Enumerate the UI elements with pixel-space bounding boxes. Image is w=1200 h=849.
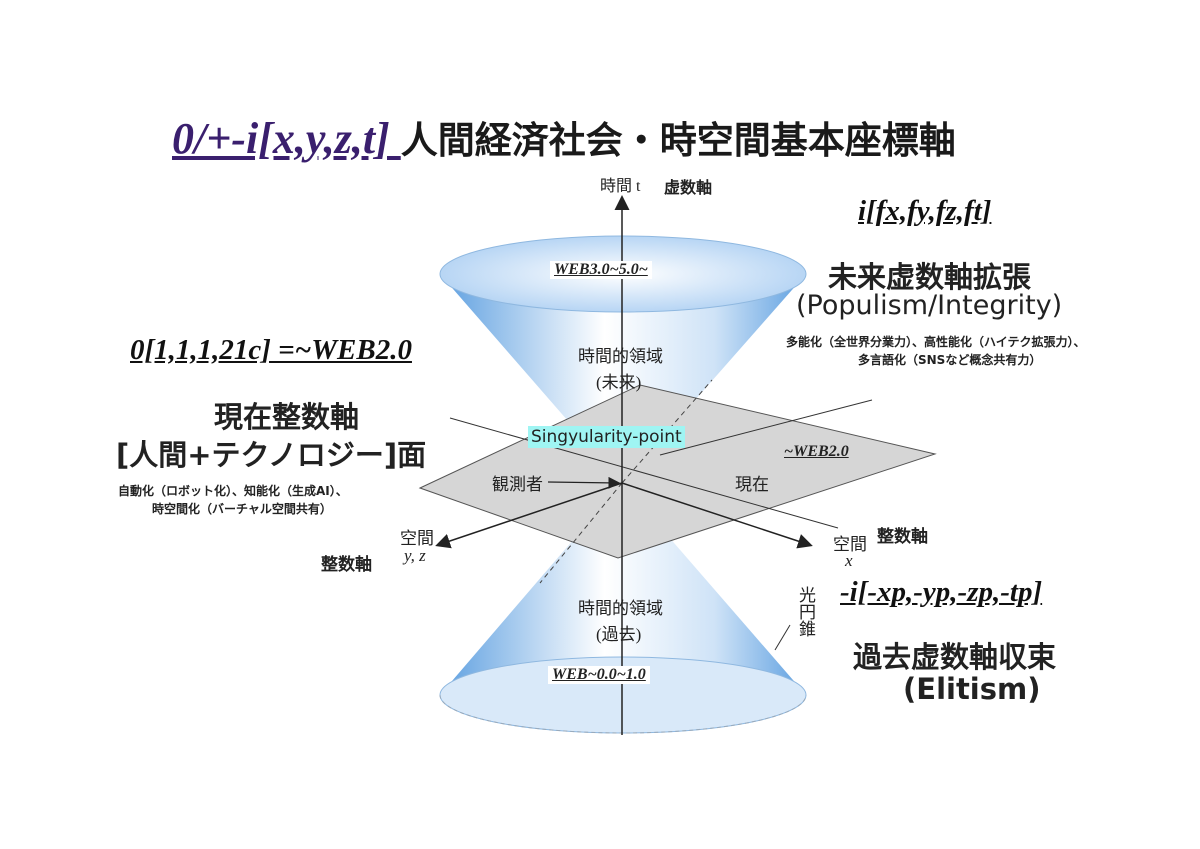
future-heading: 未来虚数軸拡張 (828, 260, 1032, 294)
light-cone-label: 光円錐 (796, 586, 815, 637)
past-region-sub: (過去) (596, 625, 642, 644)
page-title: 0/+-i[x,y,z,t] 人間経済社会・時空間基本座標軸 (172, 110, 956, 168)
future-region-label: 時間的領域 (578, 347, 663, 366)
present-heading-2: [人間+テクノロジー]面 (116, 438, 427, 472)
future-sub: (Populism/Integrity) (796, 290, 1063, 321)
yz-axis-label: 空間 (400, 529, 434, 548)
past-formula: -i[-xp,-yp,-zp,-tp] (840, 576, 1043, 608)
observer-label: 観測者 (492, 475, 543, 494)
present-label: 現在 (735, 475, 769, 494)
x-axis (621, 482, 813, 549)
yz-axis-var: y, z (404, 546, 426, 565)
x-axis-tag: 整数軸 (877, 527, 928, 547)
past-web-label: WEB~0.0~1.0 (548, 666, 650, 684)
title-formula: 0/+-i[x,y,z,t] (172, 114, 401, 163)
past-cone (439, 483, 807, 734)
observer-arrow (547, 476, 621, 489)
singularity-label: Singyularity-point (528, 426, 685, 448)
future-web-label: WEB3.0~5.0~ (550, 261, 652, 279)
future-formula: i[fx,fy,fz,ft] (858, 195, 992, 227)
present-formula: 0[1,1,1,21c] =~WEB2.0 (130, 334, 412, 366)
yz-axis (435, 482, 623, 549)
x-axis-label: 空間 (833, 535, 867, 554)
present-desc-2: 時空間化（バーチャル空間共有） (152, 502, 332, 516)
future-desc-1: 多能化（全世界分業力）、高性能化（ハイテク拡張力）、 (786, 335, 1086, 349)
future-desc-2: 多言語化（SNSなど概念共有力） (858, 353, 1042, 367)
time-axis-label: 時間 t (600, 178, 641, 195)
future-region-sub: (未来) (596, 373, 642, 392)
present-heading-1: 現在整数軸 (214, 400, 360, 434)
time-axis-tag: 虚数軸 (664, 178, 713, 197)
past-region-label: 時間的領域 (578, 599, 663, 618)
past-heading: 過去虚数軸収束 (853, 640, 1057, 674)
past-sub: (Elitism) (903, 672, 1041, 706)
plane-web-label: ~WEB2.0 (784, 443, 849, 460)
title-text: 人間経済社会・時空間基本座標軸 (400, 119, 956, 162)
x-axis-var: x (845, 551, 853, 570)
yz-axis-tag: 整数軸 (321, 555, 372, 575)
present-desc-1: 自動化（ロボット化）、知能化（生成AI）、 (118, 484, 348, 498)
